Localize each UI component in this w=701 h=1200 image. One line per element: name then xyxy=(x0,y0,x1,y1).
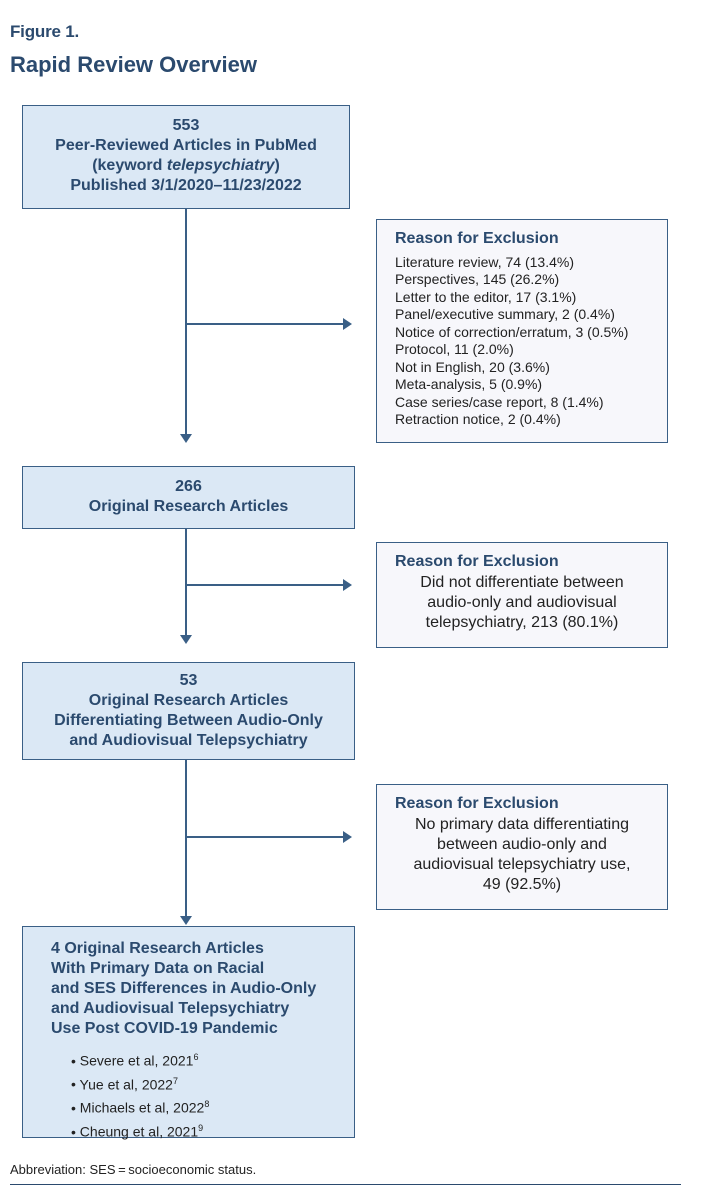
arrow-to-box4 xyxy=(180,916,192,925)
reference-item: Michaels et al, 20228 xyxy=(71,1094,340,1118)
exclusion-1-item: Perspectives, 145 (26.2%) xyxy=(395,271,560,287)
connector-1-vertical xyxy=(185,209,187,434)
box4-line: 4 Original Research Articles xyxy=(51,940,264,957)
arrow-to-exclusion-2 xyxy=(343,579,352,591)
box-original-research: 266 Original Research Articles xyxy=(22,466,355,529)
box-final-articles: 4 Original Research Articles With Primar… xyxy=(22,926,355,1140)
box3-line: Differentiating Between Audio-Only xyxy=(54,712,323,729)
arrow-to-box3 xyxy=(180,635,192,644)
exclusion-3-line: audiovisual telepsychiatry use, xyxy=(413,855,631,873)
exclusion-3-line: between audio-only and xyxy=(437,835,607,853)
box-pubmed-articles: 553 Peer-Reviewed Articles in PubMed (ke… xyxy=(22,105,350,209)
exclusion-2-heading: Reason for Exclusion xyxy=(395,553,559,570)
reference-item: Severe et al, 20216 xyxy=(71,1047,340,1071)
connector-3-branch xyxy=(185,836,343,838)
exclusion-3-line: 49 (92.5%) xyxy=(482,875,562,893)
connector-2-vertical xyxy=(185,529,187,635)
box2-count: 266 xyxy=(175,478,202,495)
box2-line1: Original Research Articles xyxy=(88,498,289,515)
box4-line: With Primary Data on Racial xyxy=(51,960,265,977)
figure-label: Figure 1. xyxy=(10,22,80,41)
box1-line2: (keyword telepsychiatry) xyxy=(92,157,280,174)
reference-list: Severe et al, 20216 Yue et al, 20227 Mic… xyxy=(51,1047,340,1142)
exclusion-box-3: Reason for Exclusion No primary data dif… xyxy=(376,784,668,910)
box4-line: and Audiovisual Telepsychiatry xyxy=(51,1000,290,1017)
box1-count: 553 xyxy=(172,117,200,134)
arrow-to-box2 xyxy=(180,434,192,443)
box4-line: and SES Differences in Audio-Only xyxy=(51,980,317,997)
exclusion-1-item: Retraction notice, 2 (0.4%) xyxy=(395,411,561,427)
arrow-to-exclusion-3 xyxy=(343,831,352,843)
exclusion-2-line: telepsychiatry, 213 (80.1%) xyxy=(425,613,619,631)
reference-item: Yue et al, 20227 xyxy=(71,1071,340,1095)
box-differentiating-articles: 53 Original Research Articles Differenti… xyxy=(22,662,355,760)
exclusion-1-item: Protocol, 11 (2.0%) xyxy=(395,341,514,357)
box3-line: and Audiovisual Telepsychiatry xyxy=(69,732,308,749)
exclusion-1-heading: Reason for Exclusion xyxy=(395,230,559,247)
exclusion-1-item: Case series/case report, 8 (1.4%) xyxy=(395,393,604,410)
connector-3-vertical xyxy=(185,760,187,916)
box1-line3: Published 3/1/2020–11/23/2022 xyxy=(70,177,302,194)
reference-item: Cheung et al, 20219 xyxy=(71,1118,340,1142)
arrow-to-exclusion-1 xyxy=(343,318,352,330)
box3-line: Original Research Articles xyxy=(88,692,289,709)
box1-keyword: telepsychiatry xyxy=(166,157,275,174)
exclusion-2-line: Did not differentiate between xyxy=(420,573,624,591)
exclusion-3-line: No primary data differentiating xyxy=(414,815,630,833)
exclusion-3-heading: Reason for Exclusion xyxy=(395,795,559,812)
exclusion-1-item: Not in English, 20 (3.6%) xyxy=(395,358,550,375)
connector-2-branch xyxy=(185,584,343,586)
exclusion-2-line: audio-only and audiovisual xyxy=(427,593,617,611)
exclusion-box-1: Reason for Exclusion Literature review, … xyxy=(376,219,668,443)
exclusion-1-item: Panel/executive summary, 2 (0.4%) xyxy=(395,306,615,322)
exclusion-1-item: Literature review, 74 (13.4%) xyxy=(395,253,574,270)
box4-line: Use Post COVID-19 Pandemic xyxy=(51,1020,278,1037)
exclusion-1-item: Meta-analysis, 5 (0.9%) xyxy=(395,376,543,392)
exclusion-box-2: Reason for Exclusion Did not differentia… xyxy=(376,542,668,648)
exclusion-1-item: Letter to the editor, 17 (3.1%) xyxy=(395,288,577,305)
abbreviation-footnote: Abbreviation: SES = socioeconomic status… xyxy=(10,1162,257,1177)
box3-count: 53 xyxy=(179,672,198,689)
figure-title: Rapid Review Overview xyxy=(10,52,257,77)
box1-line1: Peer-Reviewed Articles in PubMed xyxy=(55,137,317,154)
bottom-rule xyxy=(10,1184,681,1185)
connector-1-branch xyxy=(185,323,343,325)
exclusion-1-item: Notice of correction/erratum, 3 (0.5%) xyxy=(395,323,629,340)
